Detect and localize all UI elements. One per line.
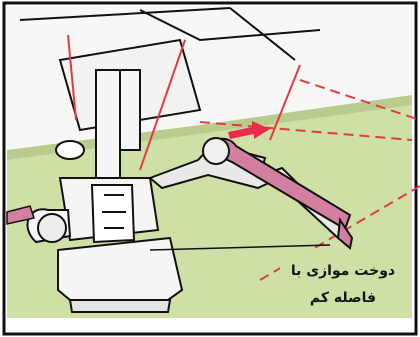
caption-line-1: دوخت موازی با — [284, 258, 402, 285]
caption: دوخت موازی با فاصله کم — [284, 258, 402, 312]
guide-bar-screw — [203, 138, 229, 164]
needle-clamp — [56, 141, 84, 159]
caption-line-2: فاصله کم — [284, 285, 402, 312]
adjust-knob — [38, 214, 66, 242]
